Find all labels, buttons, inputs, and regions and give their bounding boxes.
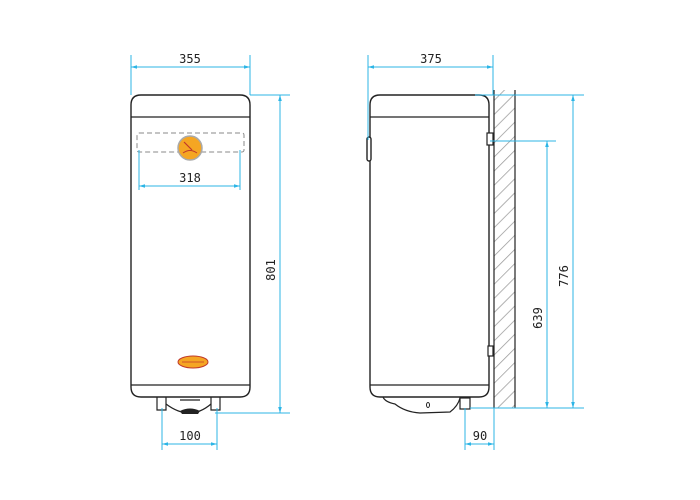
- depth-label: 375: [420, 52, 442, 66]
- side-bottom-cover: [382, 396, 461, 414]
- side-body: [369, 94, 490, 398]
- side-handle: [366, 136, 372, 162]
- brand-logo: [177, 355, 209, 369]
- pipe-offset-label: 90: [473, 429, 487, 443]
- pipe-spacing-label: 100: [179, 429, 201, 443]
- side-pipe: [459, 397, 471, 410]
- mounting-bracket-outline: [136, 132, 245, 153]
- drain-hole: [426, 402, 430, 408]
- height-label: 801: [264, 259, 278, 281]
- wall-hatch: [494, 90, 515, 408]
- upper-wall-bracket: [486, 132, 494, 146]
- width-label: 355: [179, 52, 201, 66]
- thermometer-gauge-icon: [177, 135, 203, 161]
- front-body: [130, 94, 251, 398]
- drain-port: [180, 408, 200, 414]
- mount-width-label: 318: [179, 171, 201, 185]
- lower-wall-bracket: [487, 345, 494, 357]
- bracket-height-label: 639: [531, 307, 545, 329]
- total-height-label: 776: [557, 265, 571, 287]
- front-view: 355 801 318 100: [130, 52, 290, 450]
- right-pipe: [210, 397, 221, 411]
- side-view: 375 776 639 90: [366, 52, 584, 450]
